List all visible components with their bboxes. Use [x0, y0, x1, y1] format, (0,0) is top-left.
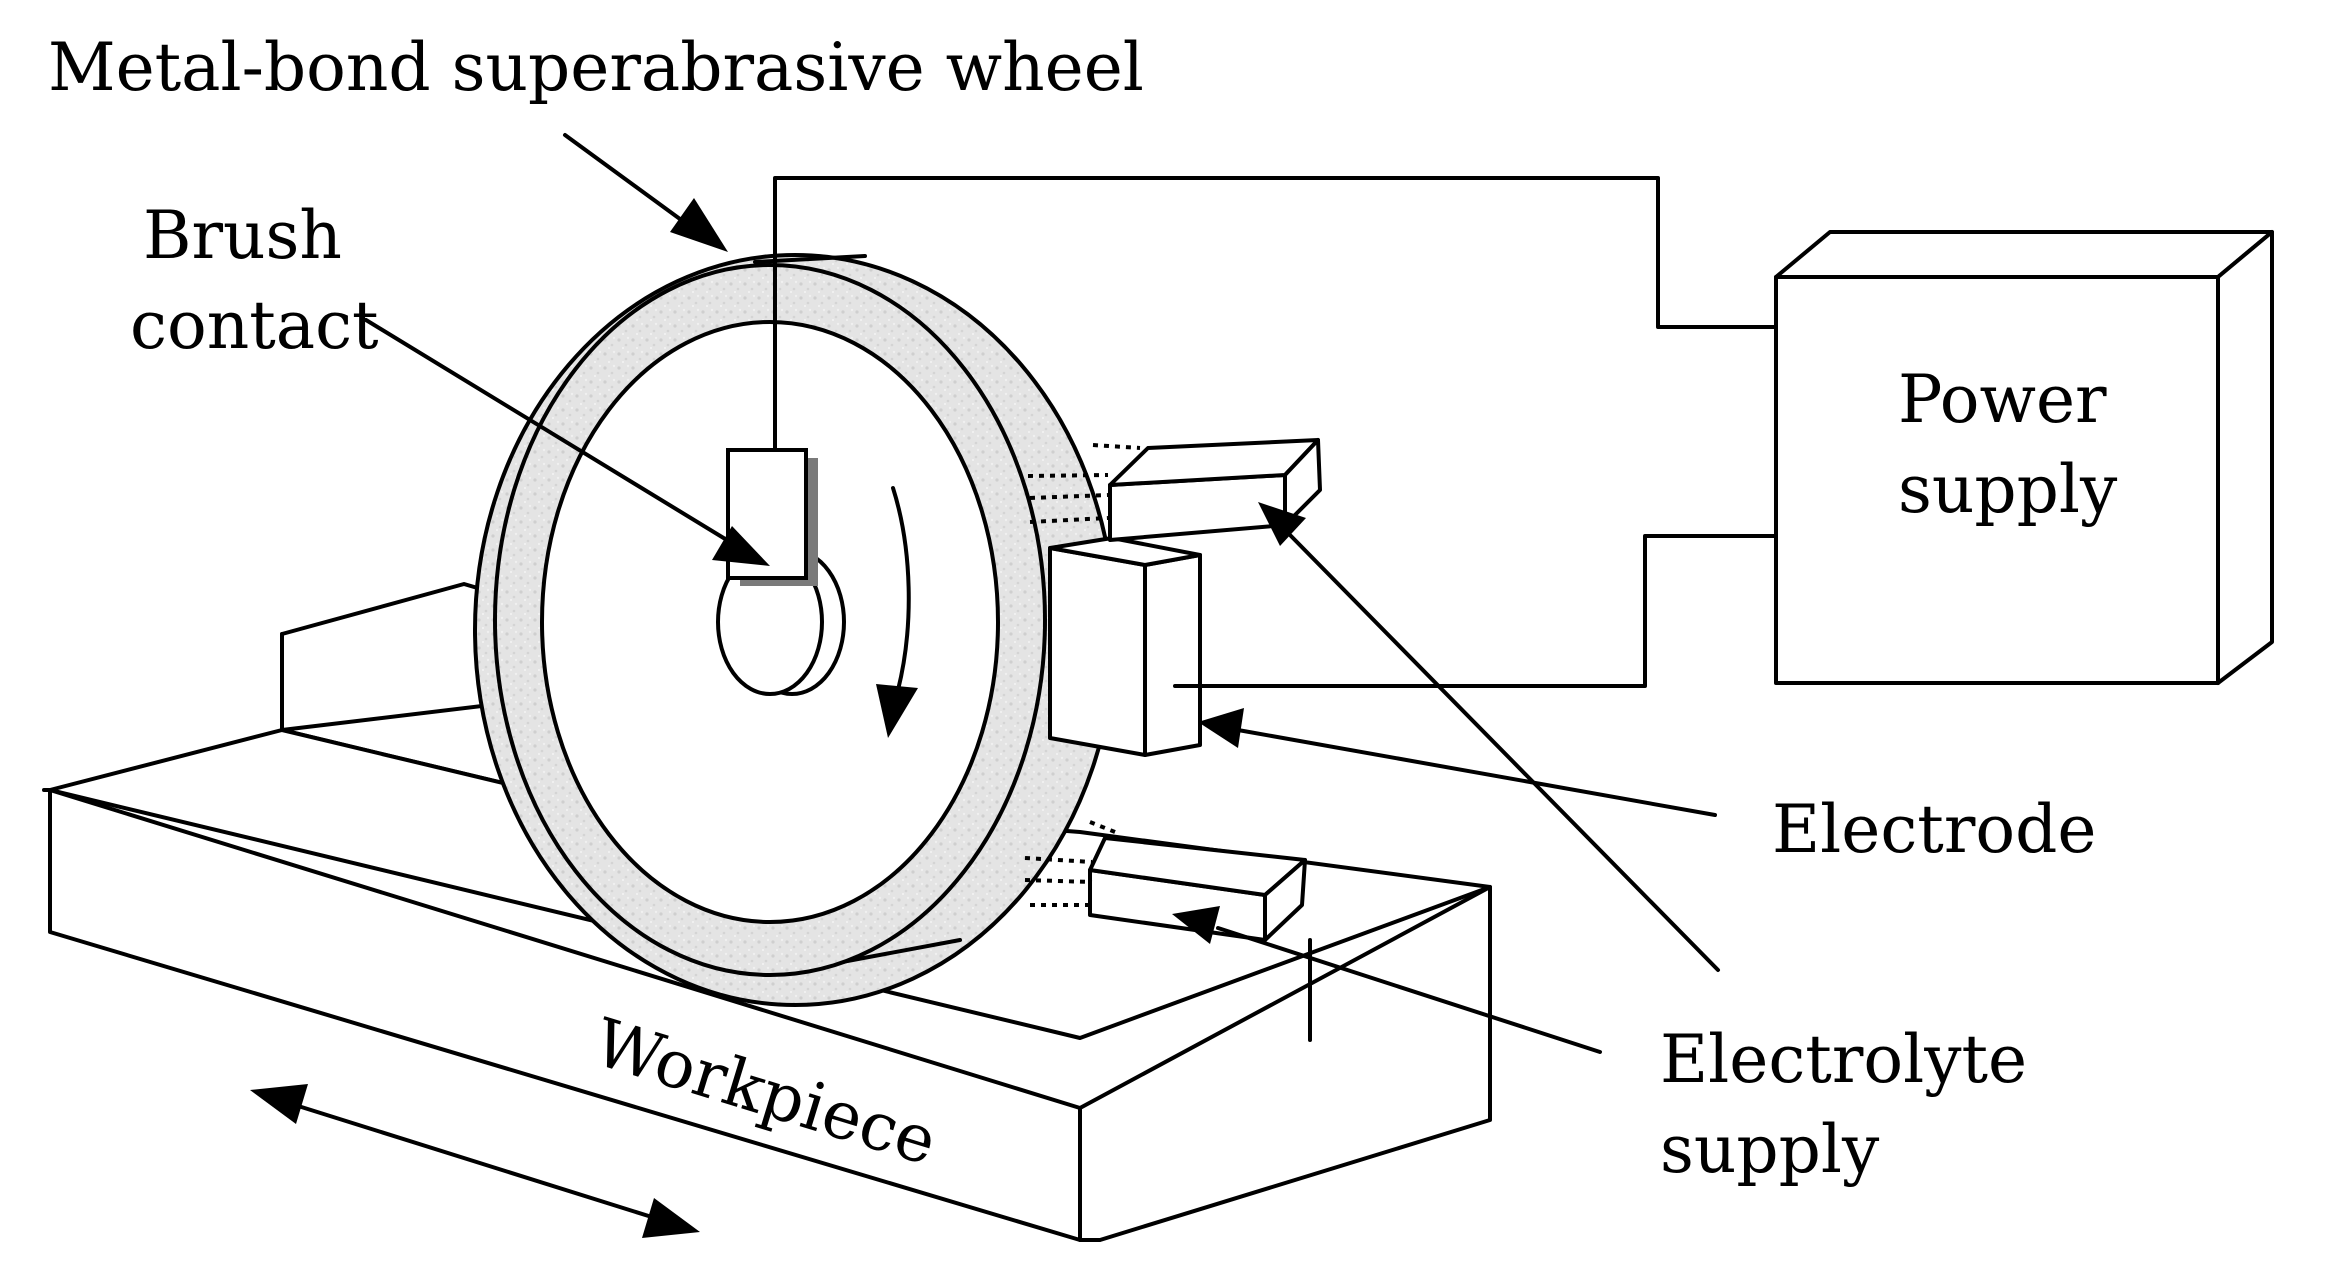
- leader-lines: [364, 133, 1720, 1054]
- power-supply-box: [1774, 230, 2274, 685]
- brush-contact-block: [726, 448, 818, 586]
- grinding-wheel: [473, 253, 1117, 1007]
- electrode-label: Electrode: [1772, 791, 2096, 868]
- feed-direction-arrow: [250, 1084, 700, 1238]
- power-wiring: [773, 176, 1778, 688]
- power-supply-label-line2: supply: [1898, 451, 2118, 528]
- electrolyte-nozzle-lower: [1088, 836, 1307, 942]
- electrolyte-spray: [1024, 443, 1141, 907]
- electrolyte-supply-label-line1: Electrolyte: [1660, 1021, 2027, 1098]
- brush-contact-label-line2: contact: [130, 287, 379, 364]
- electrolyte-supply-label-line2: supply: [1660, 1111, 1880, 1188]
- electrolyte-nozzle-upper: [1108, 438, 1322, 542]
- electrode-block: [1048, 536, 1202, 757]
- wheel-label: Metal-bond superabrasive wheel: [48, 29, 1144, 106]
- power-supply-label-line1: Power: [1898, 361, 2107, 438]
- brush-contact-label-line1: Brush: [143, 197, 342, 274]
